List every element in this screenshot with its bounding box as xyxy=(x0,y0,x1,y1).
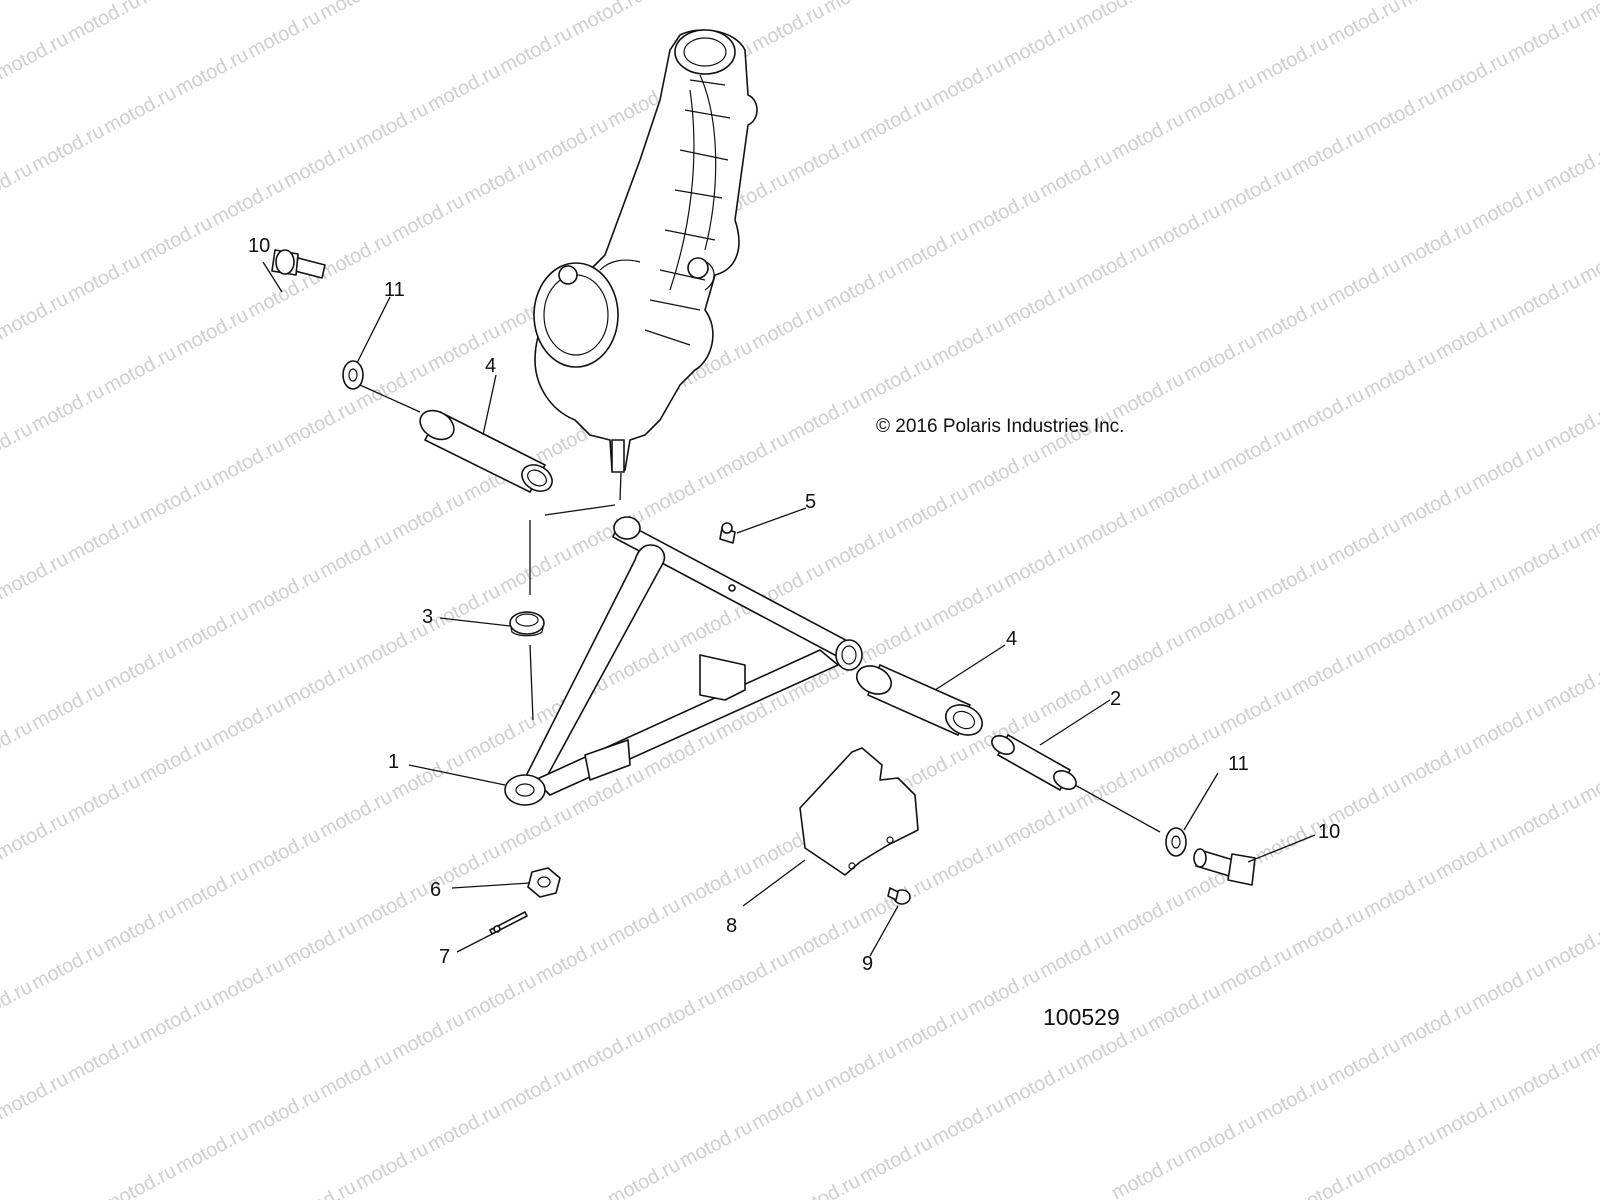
callout-11-right: 11 xyxy=(1228,753,1249,775)
callout-7: 7 xyxy=(439,946,450,968)
steering-knuckle xyxy=(533,29,758,473)
bolt-10-right xyxy=(1193,848,1256,886)
nut-6 xyxy=(527,867,561,898)
callout-8: 8 xyxy=(726,915,737,937)
assembly-lines xyxy=(359,384,1161,833)
callout-4-top: 4 xyxy=(485,355,496,377)
washer-11-right xyxy=(1165,827,1187,857)
callout-labels: 1 2 3 4 4 5 6 7 8 9 10 10 11 11 xyxy=(248,235,1340,975)
pivot-tube-4-right xyxy=(855,664,984,736)
grease-fitting-5 xyxy=(719,522,736,544)
drawing-number: 100529 xyxy=(1043,1004,1120,1030)
a-arm xyxy=(504,516,863,806)
callout-5: 5 xyxy=(805,491,816,513)
callout-10-right: 10 xyxy=(1318,821,1340,843)
sleeve-2 xyxy=(991,734,1077,791)
bushing-3 xyxy=(509,611,545,637)
copyright-notice: © 2016 Polaris Industries Inc. xyxy=(876,416,1124,437)
callout-1: 1 xyxy=(388,751,399,773)
guard-plate-8 xyxy=(799,747,919,876)
leader-lines xyxy=(262,261,1316,957)
screw-9 xyxy=(887,887,911,905)
callout-3: 3 xyxy=(422,606,433,628)
callout-10-left: 10 xyxy=(248,235,270,257)
pivot-tube-4-top xyxy=(419,409,553,493)
washer-11-left xyxy=(342,360,364,390)
callout-4-right: 4 xyxy=(1006,628,1017,650)
callout-6: 6 xyxy=(430,879,441,901)
callout-11-left: 11 xyxy=(384,279,405,301)
cotter-pin-7 xyxy=(489,911,528,935)
callout-2: 2 xyxy=(1110,688,1121,710)
callout-9: 9 xyxy=(862,953,873,975)
bolt-10-left xyxy=(271,249,326,279)
